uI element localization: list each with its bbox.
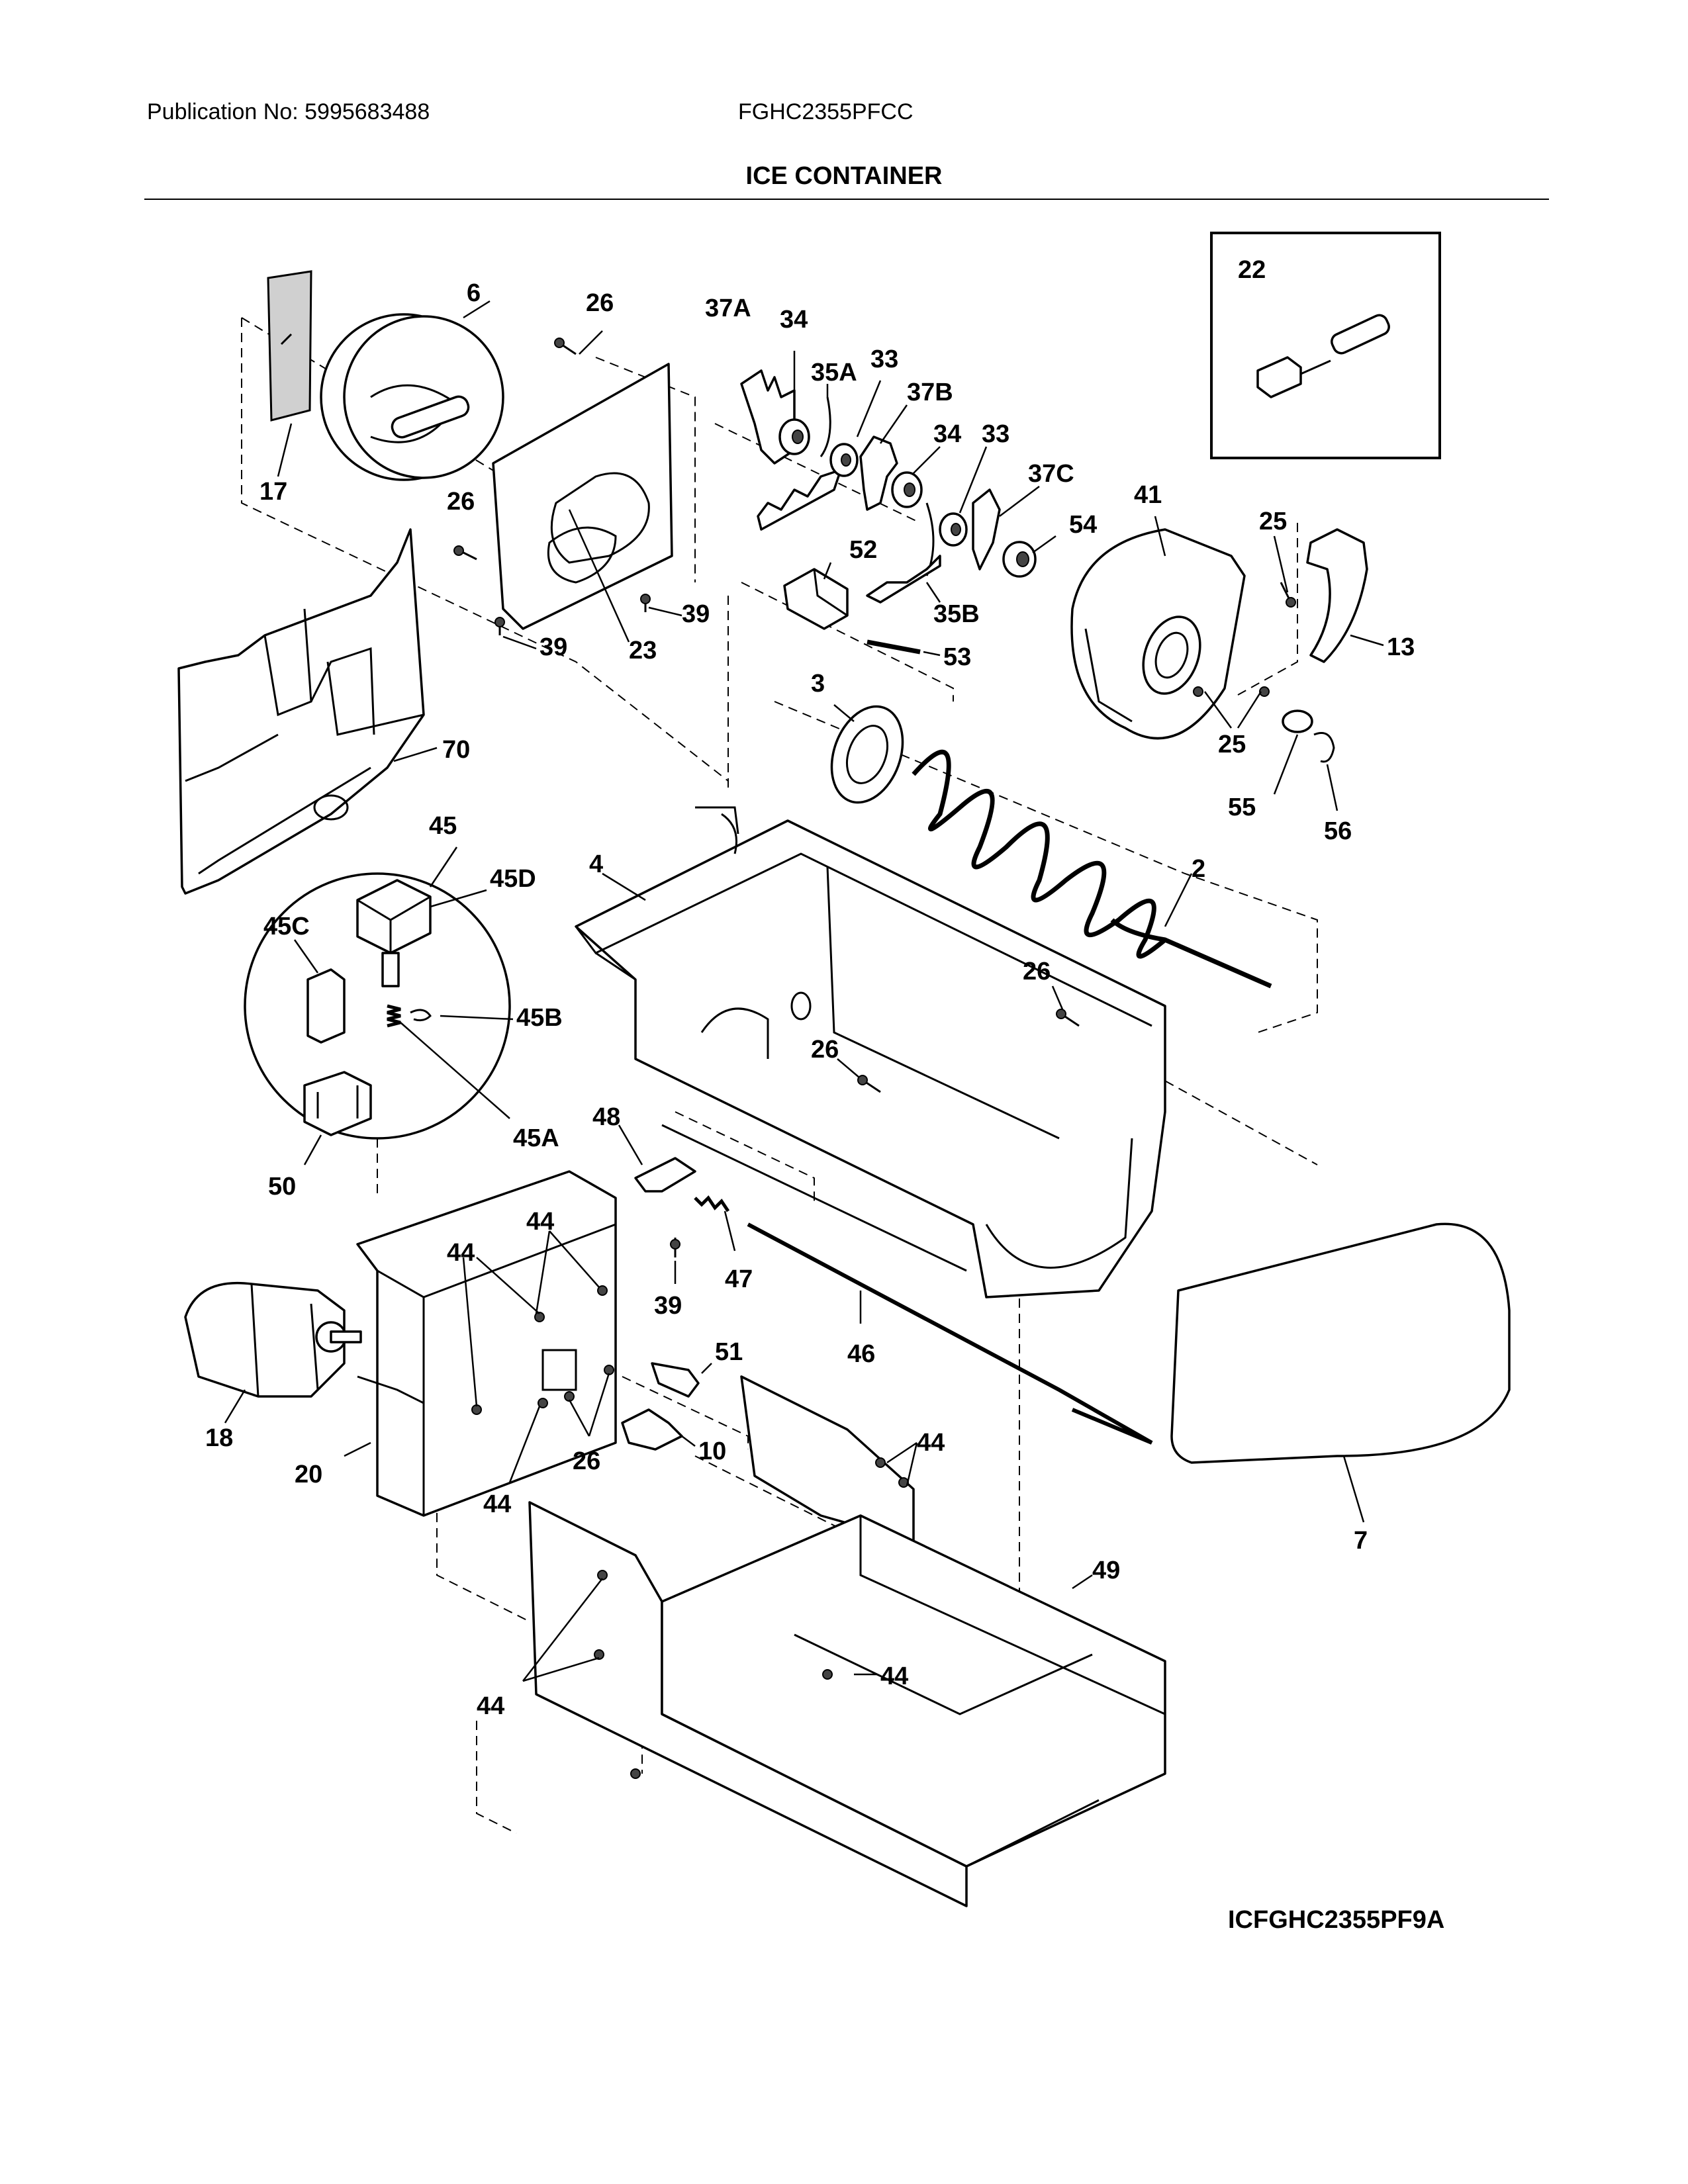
label-p17: 17 — [259, 478, 287, 506]
label-p45c: 45C — [263, 913, 310, 940]
label-p46: 46 — [847, 1340, 875, 1368]
parts-51-10 — [621, 1362, 712, 1451]
label-p45d: 45D — [490, 865, 536, 893]
label-p45: 45 — [429, 812, 457, 840]
label-p50: 50 — [268, 1173, 296, 1201]
label-p26: 26 — [1023, 958, 1051, 985]
part-labels: 6 26 17 26 39 23 39 37A 34 35A 33 37B 34… — [205, 256, 1415, 1720]
part-41-cover — [1070, 516, 1246, 740]
part-4-ice-bin — [575, 806, 1166, 1298]
label-p51: 51 — [715, 1338, 743, 1366]
label-p37a: 37A — [705, 295, 751, 322]
label-p52: 52 — [849, 536, 877, 564]
label-p7: 7 — [1354, 1527, 1368, 1555]
part-70-housing — [177, 528, 438, 895]
label-p26: 26 — [573, 1447, 600, 1475]
label-p41: 41 — [1134, 481, 1162, 509]
page-title: ICE CONTAINER — [745, 162, 943, 190]
part-49-base-tray — [522, 1501, 1166, 1907]
part-52-53 — [783, 562, 941, 657]
publication-number: Publication No: 5995683488 — [147, 99, 430, 124]
label-p54: 54 — [1069, 511, 1097, 539]
label-p26: 26 — [811, 1036, 839, 1064]
part-18-motor — [184, 1281, 362, 1424]
label-p45b: 45B — [516, 1004, 563, 1032]
label-p4: 4 — [589, 850, 603, 878]
label-p18: 18 — [205, 1424, 233, 1452]
model-number: FGHC2355PFCC — [738, 99, 914, 124]
label-p25: 25 — [1259, 508, 1287, 535]
part-45-detail — [244, 846, 514, 1165]
label-p53: 53 — [943, 643, 971, 671]
part-46-rod — [747, 1222, 1153, 1445]
label-p37b: 37B — [907, 379, 953, 406]
label-p39: 39 — [682, 600, 710, 628]
label-p25: 25 — [1218, 731, 1246, 758]
label-p44: 44 — [477, 1692, 504, 1720]
label-p44: 44 — [483, 1490, 511, 1518]
label-p44: 44 — [917, 1429, 945, 1457]
parts-48-47-39 — [618, 1124, 736, 1284]
drawing-code: ICFGHC2355PF9A — [1228, 1906, 1445, 1934]
label-p26: 26 — [586, 289, 614, 317]
label-p70: 70 — [442, 736, 470, 764]
label-p45a: 45A — [513, 1124, 559, 1152]
parts-3-2 — [830, 704, 1272, 989]
part-23-plate — [492, 363, 673, 643]
part-7-front-cover — [1170, 1222, 1511, 1523]
label-p56: 56 — [1324, 817, 1352, 845]
label-p39: 39 — [654, 1292, 682, 1320]
part-20-motor-housing — [344, 1170, 617, 1517]
label-p49: 49 — [1092, 1557, 1120, 1584]
label-p22: 22 — [1238, 256, 1266, 284]
label-p26: 26 — [447, 488, 475, 516]
label-p34: 34 — [780, 306, 808, 334]
label-p33: 33 — [982, 420, 1009, 448]
label-p37c: 37C — [1028, 460, 1074, 488]
parts-25-55-56 — [1193, 535, 1338, 811]
label-p44: 44 — [526, 1208, 554, 1236]
cam-assembly — [740, 351, 1056, 604]
label-p44: 44 — [880, 1662, 908, 1690]
label-p2: 2 — [1192, 855, 1205, 883]
label-p20: 20 — [295, 1461, 322, 1488]
label-p33: 33 — [870, 345, 898, 373]
label-p6: 6 — [467, 279, 481, 307]
screws-top — [453, 330, 682, 650]
label-p39: 39 — [539, 633, 567, 661]
screws-bin — [837, 985, 1080, 1093]
label-p35a: 35A — [811, 359, 857, 387]
label-p10: 10 — [698, 1437, 726, 1465]
title-rule — [144, 199, 1549, 200]
label-p35b: 35B — [933, 600, 980, 628]
label-p48: 48 — [592, 1103, 620, 1131]
part-6-auger-wheel — [320, 300, 504, 481]
label-p3: 3 — [811, 670, 825, 698]
label-p34: 34 — [933, 420, 961, 448]
part-17-pad — [267, 270, 312, 477]
label-p23: 23 — [629, 637, 657, 664]
screws-44-housing — [462, 1230, 614, 1483]
part-22-inset — [1210, 232, 1441, 459]
label-p13: 13 — [1387, 633, 1415, 661]
label-p44: 44 — [447, 1239, 475, 1267]
label-p47: 47 — [725, 1265, 753, 1293]
label-p55: 55 — [1228, 794, 1256, 821]
part-13-bracket — [1306, 528, 1384, 663]
bracket-center — [740, 1375, 918, 1543]
